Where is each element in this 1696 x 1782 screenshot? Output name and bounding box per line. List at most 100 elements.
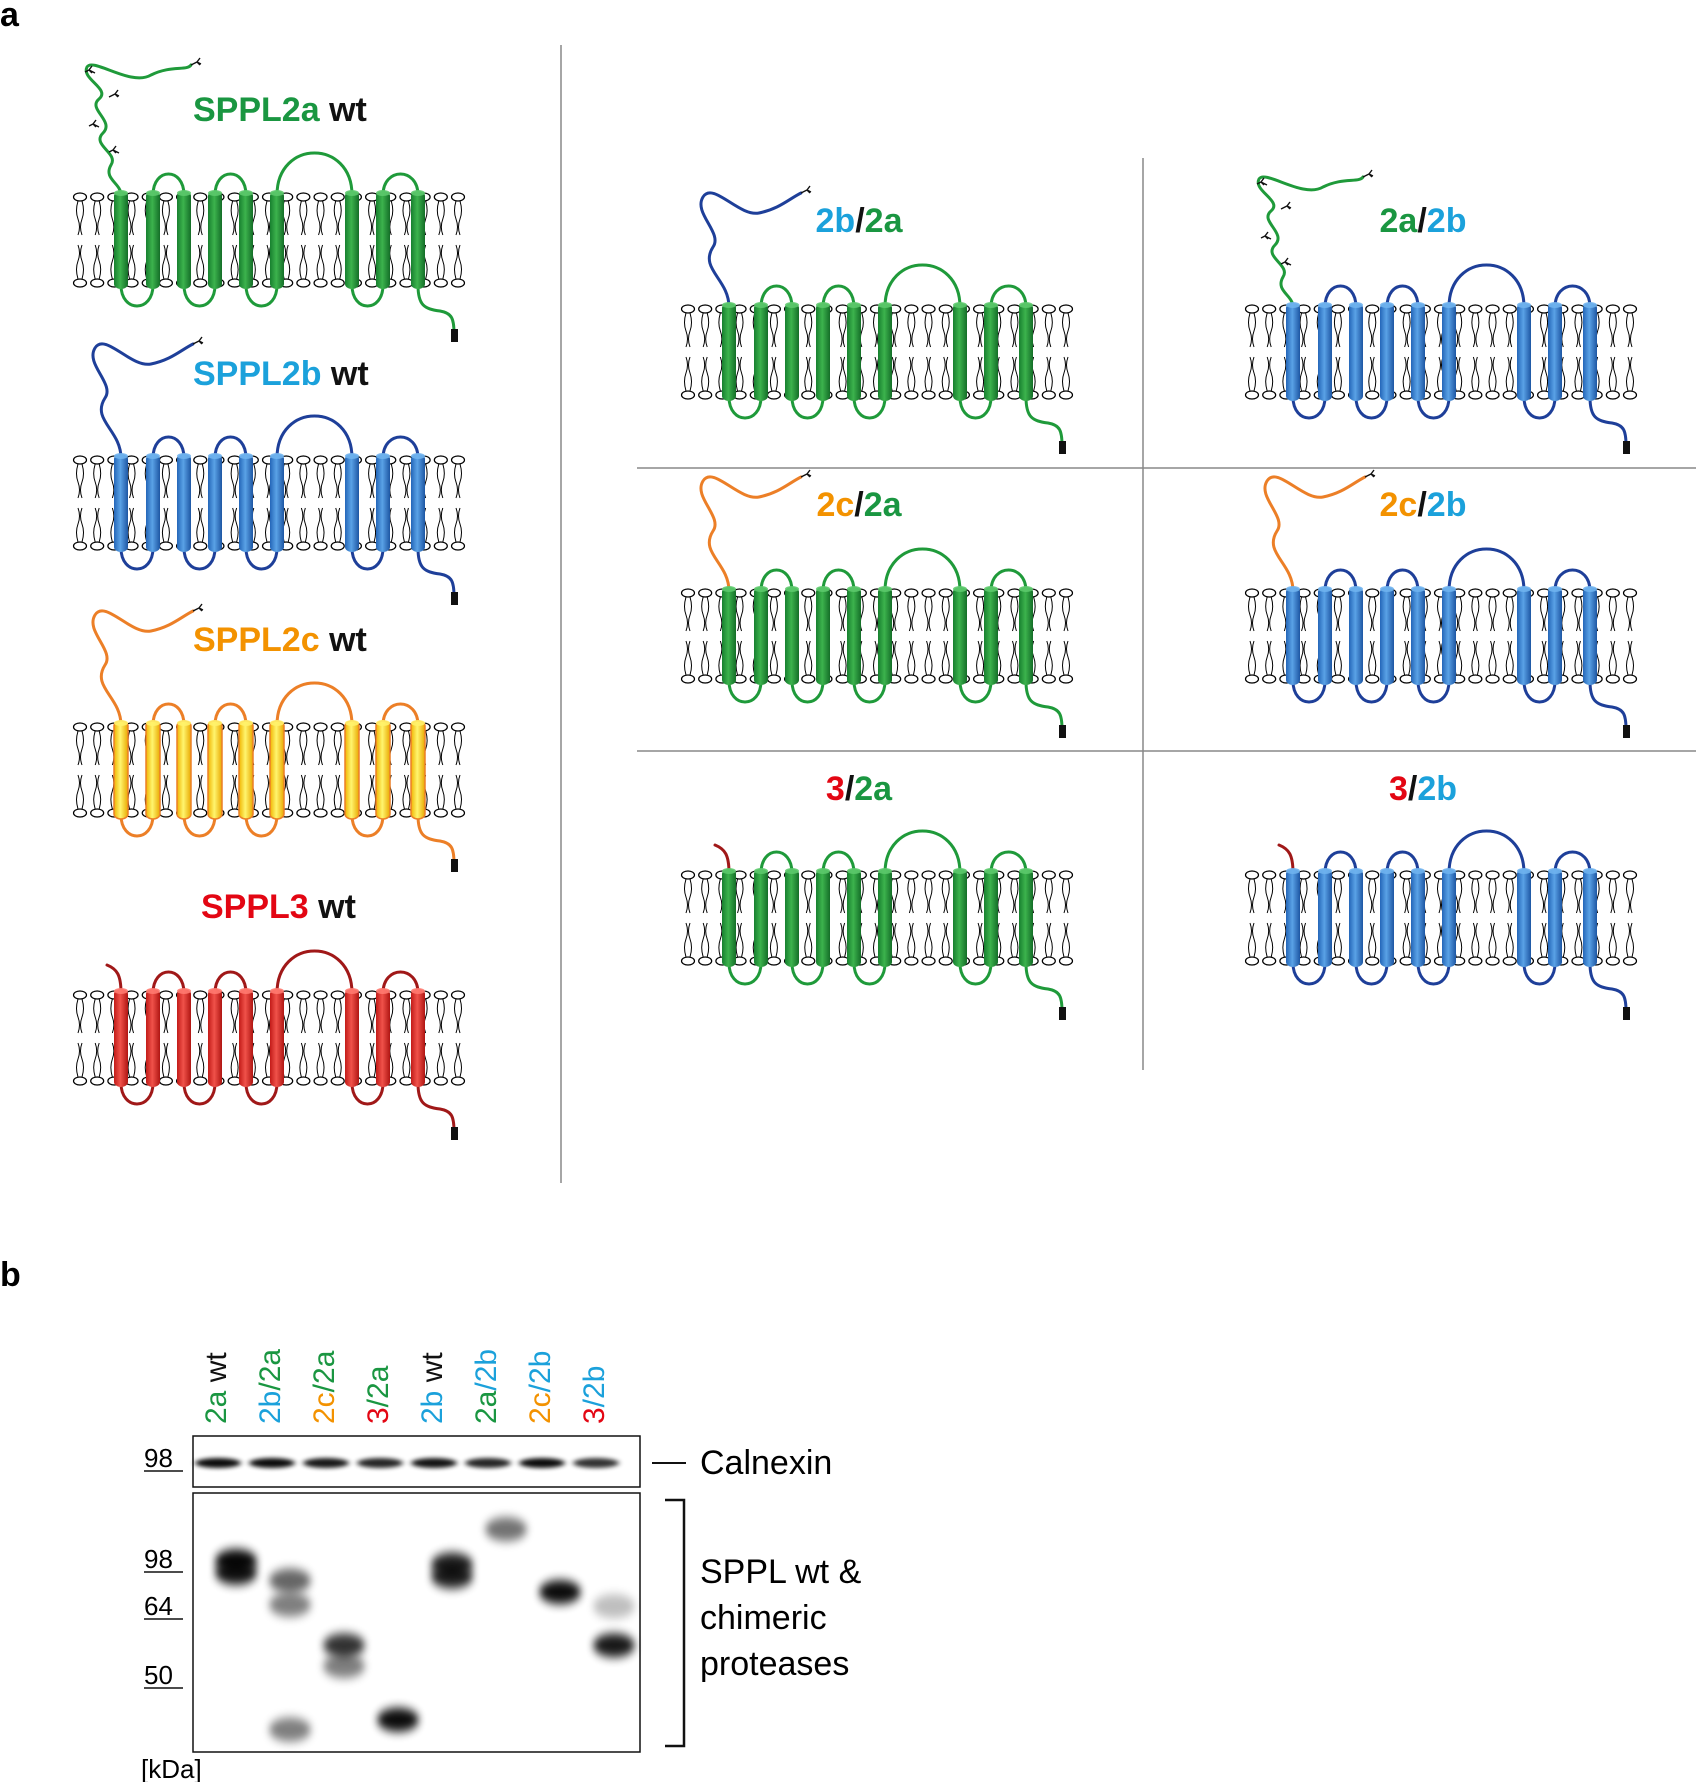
lipid-head <box>330 722 345 732</box>
glycosylation-site-icon <box>192 603 204 612</box>
lipid-tail <box>1282 596 1287 632</box>
lipid-tail <box>1406 640 1411 676</box>
lipid-tail <box>907 312 912 348</box>
lipid-tail <box>1509 878 1514 914</box>
lipid-tail <box>1578 356 1583 392</box>
lipid-tail <box>1337 640 1342 676</box>
lipid-tail <box>928 640 933 676</box>
lipid-tail <box>1066 596 1070 632</box>
extracellular-loop <box>1447 263 1526 309</box>
glycan-branch <box>1260 231 1272 240</box>
lipid-head <box>766 390 782 400</box>
helix-cap <box>816 302 830 308</box>
lipid-head <box>1058 674 1074 684</box>
helix-cap <box>1411 868 1425 874</box>
lane-label-8: 3/2b <box>578 1366 611 1424</box>
lipid-tail <box>93 244 98 280</box>
lipid-tail <box>1608 356 1613 392</box>
cytoplasmic-loop <box>1354 679 1389 704</box>
lipid-tail <box>718 596 723 632</box>
lipid-tail <box>454 200 458 236</box>
lipid-head <box>1622 588 1638 598</box>
lipid-head <box>1058 390 1074 400</box>
calnexin-label: Calnexin <box>700 1444 832 1482</box>
lipid-tail <box>200 730 205 766</box>
transmembrane-helix-9 <box>1583 587 1597 685</box>
lipid-head <box>1262 304 1277 314</box>
lipid-tail <box>299 507 304 543</box>
lipid-tail <box>804 596 809 632</box>
extracellular-loop <box>381 702 420 727</box>
lipid-tail <box>333 463 338 499</box>
lipid-tail <box>1612 596 1617 632</box>
lipid-tail <box>739 922 744 958</box>
lipid-tail <box>1492 878 1497 914</box>
helix-cap <box>239 453 253 459</box>
lipid-tail <box>368 463 373 499</box>
transmembrane-helix-6 <box>1442 303 1456 401</box>
lipid-tail <box>337 730 342 766</box>
lipid-tail <box>299 463 304 499</box>
c-terminal-tail <box>1588 395 1628 447</box>
helix-cap <box>345 988 359 994</box>
lipid-head <box>698 390 713 400</box>
lipid-tail <box>402 730 407 766</box>
lipid-head <box>1041 674 1056 684</box>
helix-cap <box>177 720 191 726</box>
lipid-tail <box>1608 596 1613 632</box>
lipid-tail <box>1475 596 1480 632</box>
lipid-tail <box>735 922 740 958</box>
transmembrane-helix-8 <box>984 869 998 967</box>
lipid-tail <box>1402 922 1407 958</box>
lipid-tail <box>265 774 269 810</box>
lipid-tail <box>110 200 115 236</box>
helix-cap <box>722 868 736 874</box>
lipid-tail <box>907 922 912 958</box>
lipid-head <box>450 990 466 1000</box>
lane-label-5: 2b wt <box>416 1352 449 1424</box>
lipid-tail <box>97 507 102 543</box>
lipid-tail <box>705 878 710 914</box>
helix-cap <box>1380 868 1394 874</box>
lipid-tail <box>1372 596 1377 632</box>
lipid-tail <box>316 244 321 280</box>
marker-64: 64 <box>144 1591 173 1621</box>
lipid-tail <box>718 922 723 958</box>
lipid-tail <box>1044 640 1049 676</box>
lipid-tail <box>894 878 899 914</box>
lipid-tail <box>1248 596 1252 632</box>
transmembrane-helix-8 <box>376 989 390 1087</box>
lipid-tail <box>303 730 308 766</box>
cytoplasmic-loop <box>852 395 887 420</box>
lipid-tail <box>1574 640 1579 676</box>
lipid-head <box>801 588 816 598</box>
lipid-tail <box>299 200 304 236</box>
lipid-tail <box>1248 640 1252 676</box>
helix-cap <box>1583 586 1597 592</box>
lipid-head <box>1244 304 1260 314</box>
lipid-tail <box>1626 640 1630 676</box>
lipid-tail <box>436 774 441 810</box>
cytoplasmic-loop <box>244 546 279 571</box>
lipid-tail <box>1540 922 1545 958</box>
lipid-head <box>193 1076 208 1086</box>
lipid-tail <box>299 730 304 766</box>
n-terminal-domain <box>1256 175 1365 309</box>
lipid-tail <box>316 998 321 1034</box>
helix-cap <box>1548 868 1562 874</box>
glycosylation-site-icon <box>1256 177 1268 186</box>
lipid-tail <box>1612 878 1617 914</box>
lipid-tail <box>286 244 291 280</box>
lipid-tail <box>1269 596 1274 632</box>
lipid-tail <box>1062 640 1066 676</box>
lipid-tail <box>945 596 950 632</box>
c-terminal-tail <box>1024 679 1064 731</box>
calnexin-band <box>303 1458 349 1468</box>
lipid-tail <box>110 998 115 1034</box>
title-chimera-2c-2a: 2c/2a <box>816 486 902 524</box>
lipid-tail <box>1265 922 1270 958</box>
lipid-bilayer <box>1244 870 1638 966</box>
lipid-head <box>433 278 448 288</box>
lipid-head <box>1058 870 1074 880</box>
lipid-head <box>698 956 713 966</box>
